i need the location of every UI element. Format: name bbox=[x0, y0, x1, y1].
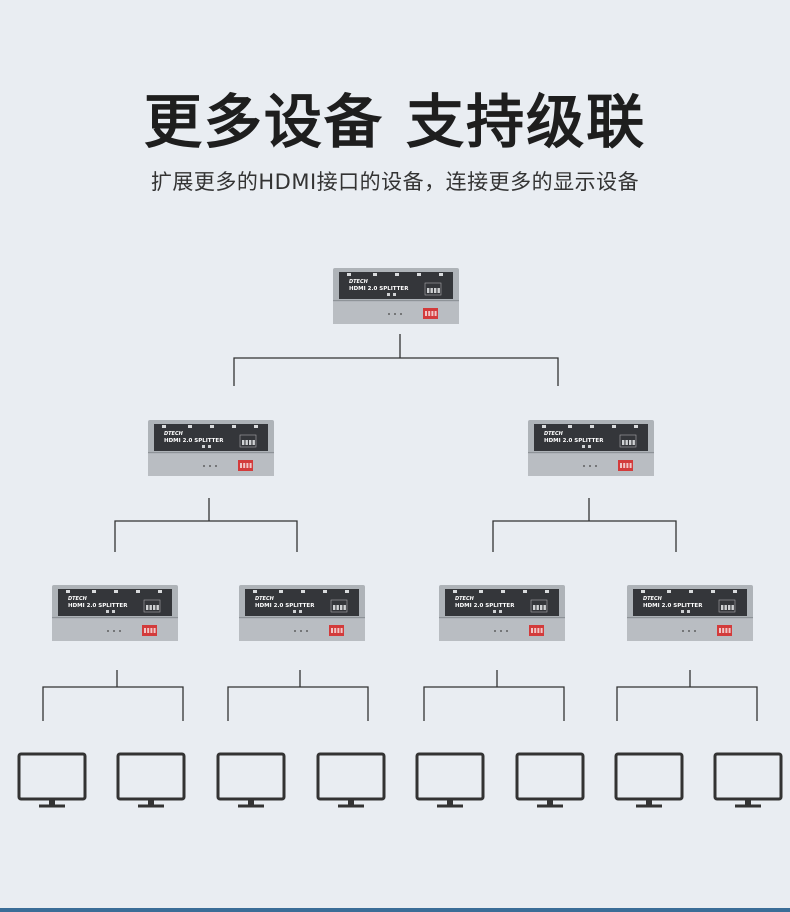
device-model-label: HDMI 2.0 SPLITTER bbox=[455, 603, 515, 609]
page-subtitle: 扩展更多的HDMI接口的设备，连接更多的显示设备 bbox=[150, 170, 640, 194]
device-brand-label: DTECH bbox=[349, 279, 369, 285]
monitor-icon bbox=[515, 752, 585, 808]
monitor-icon bbox=[614, 752, 684, 808]
device-brand-label: DTECH bbox=[68, 596, 88, 602]
device-model-label: HDMI 2.0 SPLITTER bbox=[643, 603, 703, 609]
device-model-label: HDMI 2.0 SPLITTER bbox=[164, 438, 224, 444]
monitor-icon bbox=[713, 752, 783, 808]
monitor-icon bbox=[216, 752, 286, 808]
device-model-label: HDMI 2.0 SPLITTER bbox=[255, 603, 315, 609]
device-model-label: HDMI 2.0 SPLITTER bbox=[544, 438, 604, 444]
monitor-icon bbox=[415, 752, 485, 808]
device-brand-label: DTECH bbox=[544, 431, 564, 437]
device-brand-label: DTECH bbox=[643, 596, 663, 602]
monitor-icon bbox=[17, 752, 87, 808]
device-brand-label: DTECH bbox=[164, 431, 184, 437]
device-brand-label: DTECH bbox=[455, 596, 475, 602]
device-model-label: HDMI 2.0 SPLITTER bbox=[349, 286, 409, 292]
page-title: 更多设备 支持级联 bbox=[143, 88, 647, 156]
monitor-icon bbox=[116, 752, 186, 808]
monitor-icon bbox=[316, 752, 386, 808]
device-model-label: HDMI 2.0 SPLITTER bbox=[68, 603, 128, 609]
device-brand-label: DTECH bbox=[255, 596, 275, 602]
bottom-accent-bar bbox=[0, 908, 790, 912]
